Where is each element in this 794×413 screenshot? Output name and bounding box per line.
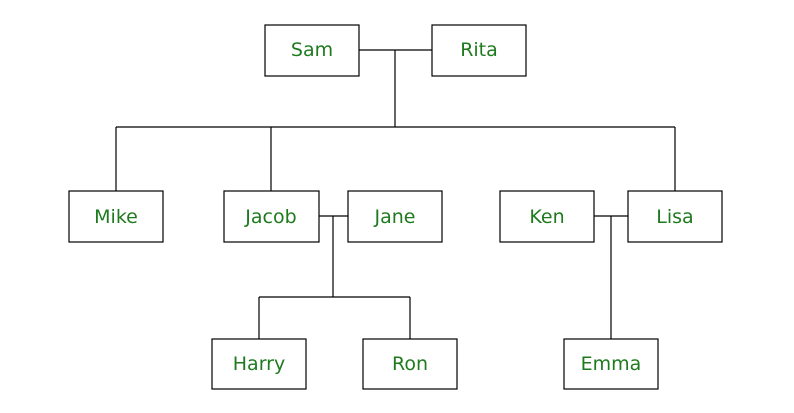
name-ron: Ron (392, 353, 428, 375)
name-ken: Ken (529, 206, 564, 228)
name-jacob: Jacob (244, 206, 296, 228)
box-jane (347, 190, 443, 243)
box-sam (264, 24, 360, 77)
box-jacob (223, 190, 320, 243)
name-harry: Harry (233, 353, 285, 375)
box-ron (362, 338, 458, 390)
name-emma: Emma (581, 353, 642, 375)
name-jane: Jane (374, 206, 416, 228)
box-ken (499, 190, 595, 243)
name-lisa: Lisa (656, 206, 693, 228)
name-sam: Sam (291, 39, 333, 61)
person-boxes (68, 24, 723, 390)
box-emma (563, 338, 659, 390)
box-lisa (627, 190, 723, 243)
box-rita (431, 24, 527, 77)
name-mike: Mike (94, 206, 138, 228)
box-harry (211, 338, 307, 390)
name-rita: Rita (460, 39, 498, 61)
connectors (115, 49, 676, 339)
person-names: Sam Rita Mike Jacob Jane Ken Lisa Harry … (94, 39, 694, 375)
box-mike (68, 190, 164, 243)
